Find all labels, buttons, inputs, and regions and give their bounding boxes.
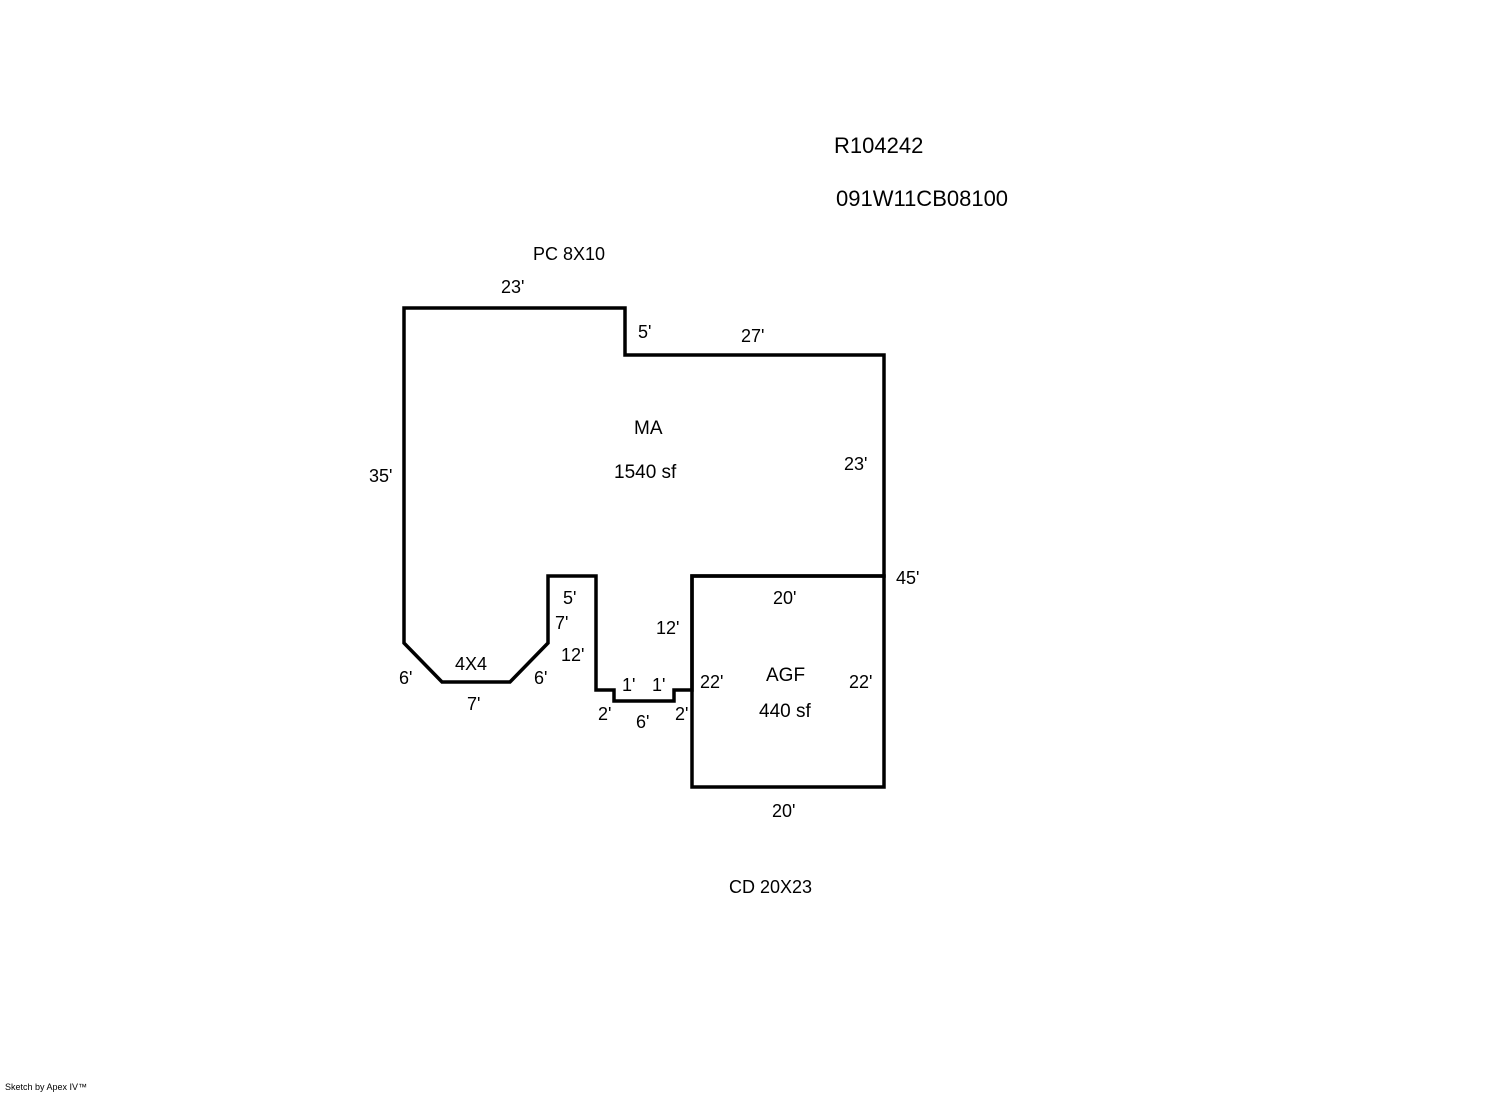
dim-left: 35' (369, 466, 392, 486)
dim-garage-top: 20' (773, 588, 796, 608)
garage-size: 440 sf (759, 701, 811, 722)
main-area-code: MA (634, 418, 663, 439)
deck-label: CD 20X23 (729, 877, 812, 897)
dim-bay-left-diag: 6' (399, 668, 412, 688)
dim-bay-bottom: 7' (467, 694, 480, 714)
garage-outline (690, 574, 886, 789)
dim-step-2a: 2' (598, 704, 611, 724)
sketch-credit: Sketch by Apex IV™ (5, 1082, 87, 1092)
dim-notch-left: 7' (555, 613, 568, 633)
dim-step-down: 5' (638, 322, 651, 342)
parcel-id: 091W11CB08100 (836, 186, 1008, 211)
dim-step-1b: 1' (652, 675, 665, 695)
dim-right-total: 45' (896, 568, 919, 588)
dim-bay-right-diag: 6' (534, 668, 547, 688)
dim-top-right: 27' (741, 326, 764, 346)
dim-garage-left: 22' (700, 672, 723, 692)
dim-right-upper: 23' (844, 454, 867, 474)
dim-step-6: 6' (636, 712, 649, 732)
dim-garage-left-upper: 12' (656, 618, 679, 638)
dim-notch-right: 12' (561, 645, 584, 665)
dim-top-left: 23' (501, 277, 524, 297)
main-area-size: 1540 sf (614, 462, 677, 483)
dim-notch-top: 5' (563, 588, 576, 608)
garage-code: AGF (766, 665, 805, 686)
dim-garage-bottom: 20' (772, 801, 795, 821)
dim-garage-right: 22' (849, 672, 872, 692)
main-area-outline (402, 306, 886, 703)
dim-step-1a: 1' (622, 675, 635, 695)
bay-label: 4X4 (455, 654, 487, 674)
record-id: R104242 (834, 133, 923, 158)
dim-step-2b: 2' (675, 704, 688, 724)
porch-label: PC 8X10 (533, 244, 605, 264)
